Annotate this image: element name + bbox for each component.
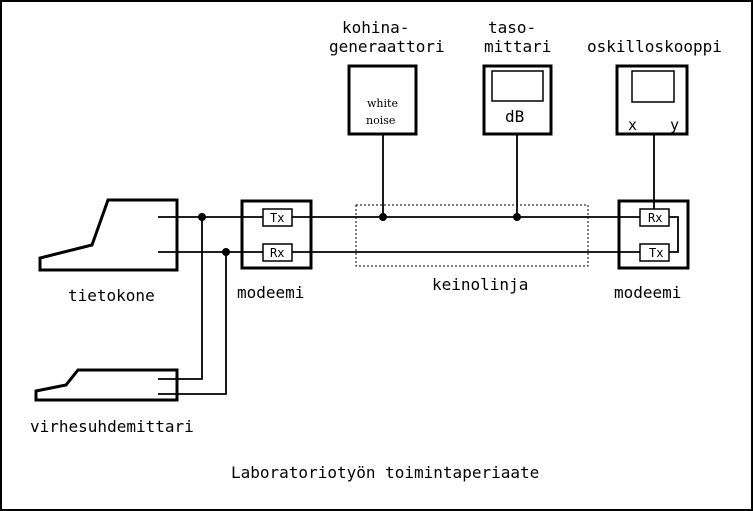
oscilloscope-y-label: y [670,116,679,134]
level-meter-label-1: taso- [488,18,536,37]
wire-right-loop [669,216,679,253]
junction-dot [198,213,206,221]
wire-error-meter-2 [158,252,227,395]
level-meter-screen [491,70,544,102]
oscilloscope-label: oskilloskooppi [587,37,722,56]
line-simulator-box [355,204,589,267]
wire-error-meter-1 [158,217,203,380]
modem-right-rx-label: Rx [648,211,662,225]
error-meter-shape [34,368,179,402]
level-meter-unit: dB [505,107,524,126]
noise-generator-inner-1: white [367,97,398,110]
modem-left-label: modeemi [237,283,304,302]
junction-dot [379,213,387,221]
computer-label: tietokone [68,286,155,305]
line-simulator-label: keinolinja [432,275,528,294]
noise-generator-label-1: kohina- [342,18,409,37]
oscilloscope-x-label: x [628,116,637,134]
error-meter-label: virhesuhdemittari [30,417,194,436]
junction-dot [513,213,521,221]
diagram-caption: Laboratoriotyön toimintaperiaate [231,463,539,482]
oscilloscope-screen [631,70,675,103]
computer-shape [38,198,179,272]
modem-left-rx-label: Rx [270,246,284,260]
oscilloscope-box [615,64,689,136]
noise-generator-label-2: generaattori [329,37,445,56]
modem-right-tx-label: Tx [649,246,663,260]
junction-dot [222,248,230,256]
modem-left-tx-label: Tx [270,211,284,225]
noise-generator-inner-2: noise [366,114,395,127]
modem-left-box [240,199,313,270]
level-meter-label-2: mittari [484,37,551,56]
modem-right-label: modeemi [614,283,681,302]
